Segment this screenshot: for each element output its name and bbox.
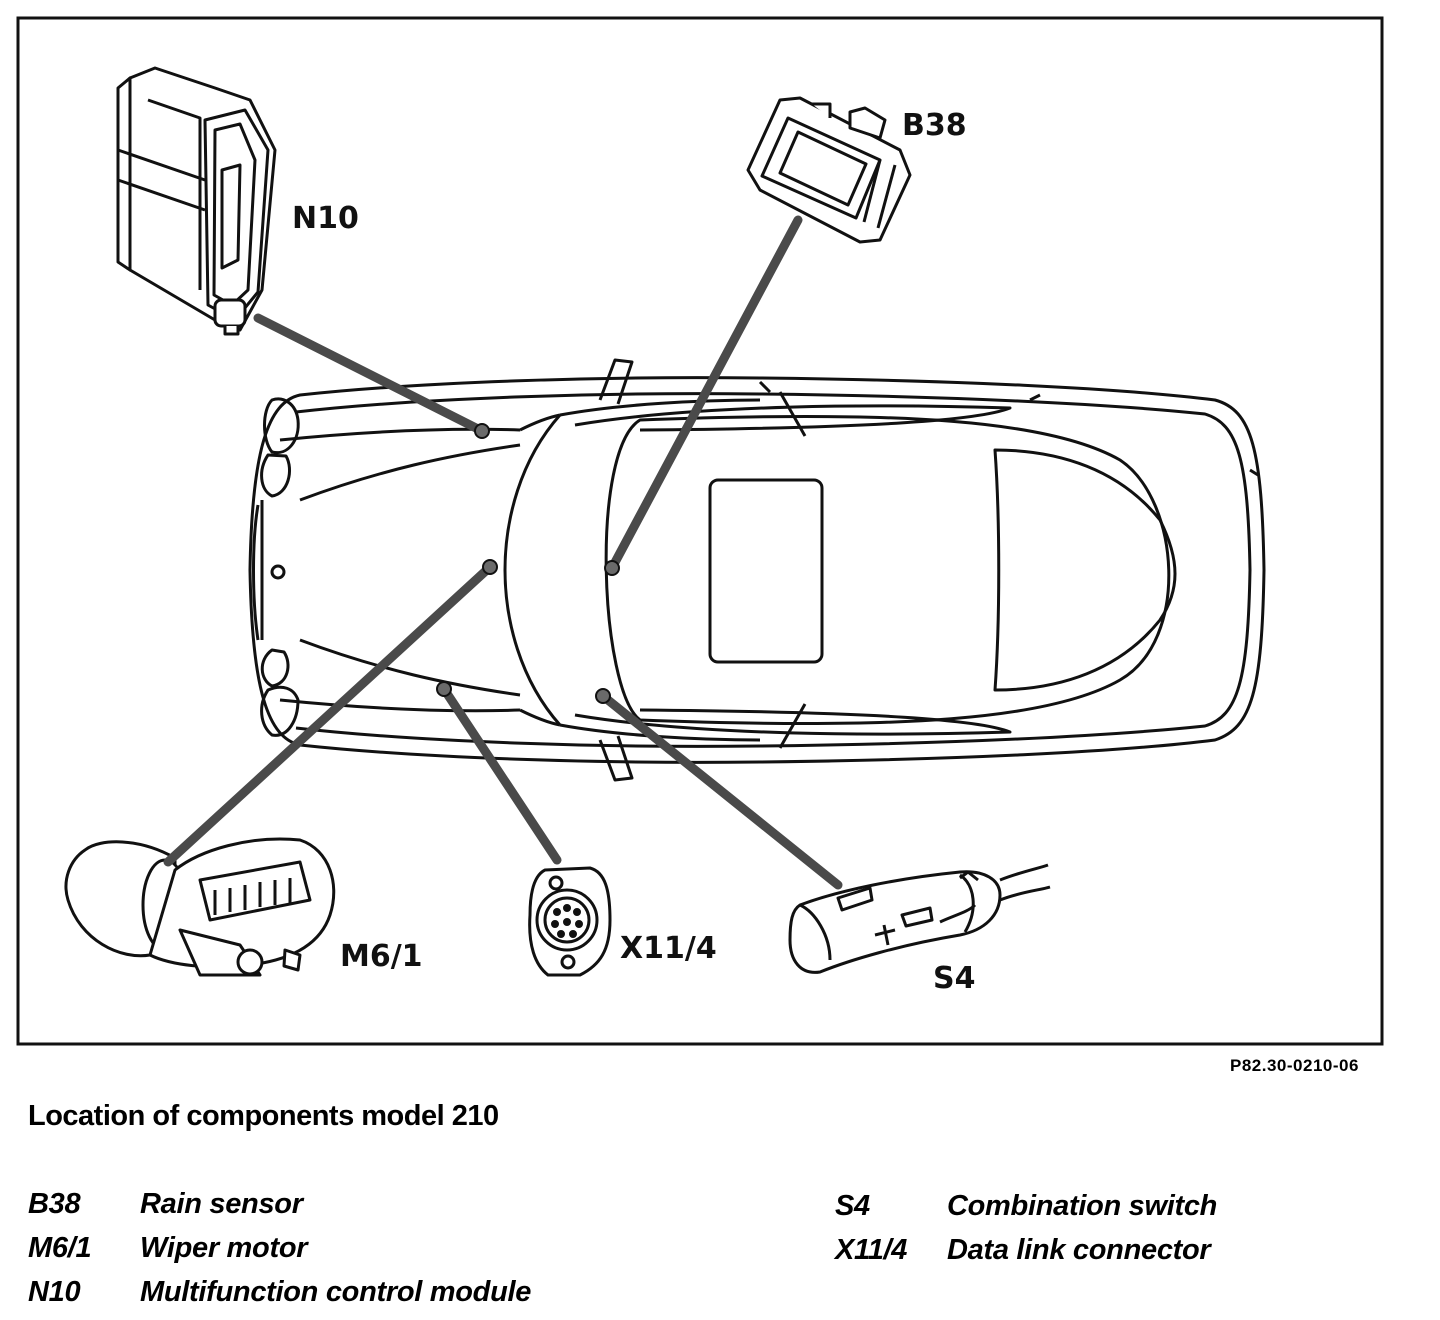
marker-n10: [474, 423, 490, 439]
marker-x114: [436, 681, 452, 697]
callout-n10: N10: [292, 201, 359, 236]
figure-frame: [16, 16, 1384, 1046]
callout-m61: M6/1: [340, 939, 423, 974]
legend-code: M6/1: [28, 1232, 92, 1264]
s4-combination-switch-illustration: [788, 863, 1051, 974]
sunroof: [708, 478, 824, 664]
legend-row: X11/4 Data link connector: [835, 1234, 1435, 1274]
leader-b38: [607, 215, 803, 573]
m61-wiper-motor-illustration: [64, 837, 336, 977]
legend-code: N10: [28, 1276, 81, 1308]
leader-lines: [163, 215, 843, 890]
callout-x114: X11/4: [620, 931, 717, 966]
leader-n10: [253, 313, 487, 436]
figure-reference-number: P82.30-0210-06: [1230, 1056, 1359, 1075]
location-markers: [436, 423, 620, 704]
leader-s4: [598, 691, 843, 890]
legend-row: B38 Rain sensor: [28, 1188, 628, 1228]
n10-module-illustration: [116, 66, 277, 336]
callout-b38: B38: [902, 108, 967, 143]
component-location-diagram: N10 B38 M6/1 X11/4 S4: [16, 16, 1384, 1046]
marker-m61: [482, 559, 498, 575]
legend-description: Wiper motor: [140, 1232, 308, 1264]
figure-caption: Location of components model 210: [28, 1100, 499, 1132]
legend-left-column: B38 Rain sensor M6/1 Wiper motor N10 Mul…: [28, 1188, 728, 1318]
leader-x114: [439, 684, 562, 865]
car-top-view: [248, 358, 1266, 782]
legend-row: M6/1 Wiper motor: [28, 1232, 628, 1272]
legend-row: N10 Multifunction control module: [28, 1276, 628, 1316]
callout-s4: S4: [933, 961, 975, 996]
marker-b38: [604, 560, 620, 576]
legend-code: S4: [835, 1190, 870, 1222]
marker-s4: [595, 688, 611, 704]
legend-description: Combination switch: [947, 1190, 1218, 1222]
legend-right-column: S4 Combination switch X11/4 Data link co…: [835, 1188, 1395, 1278]
legend-code: B38: [28, 1188, 81, 1220]
x114-data-link-connector-illustration: [528, 866, 612, 977]
legend-description: Multifunction control module: [140, 1276, 532, 1308]
legend-code: X11/4: [835, 1234, 908, 1266]
b38-rain-sensor-illustration: [746, 96, 912, 244]
legend-description: Rain sensor: [140, 1188, 303, 1220]
legend-description: Data link connector: [947, 1234, 1211, 1266]
leader-m61: [163, 562, 495, 867]
legend-row: S4 Combination switch: [835, 1190, 1435, 1230]
